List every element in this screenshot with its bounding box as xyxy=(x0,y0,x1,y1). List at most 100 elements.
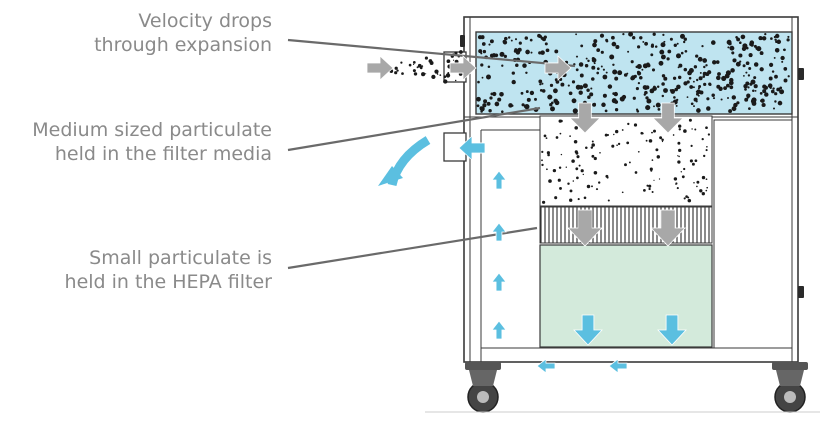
particle xyxy=(669,89,673,92)
particle xyxy=(736,101,740,105)
particle xyxy=(729,85,734,90)
particle xyxy=(728,80,734,86)
particle xyxy=(553,88,558,94)
particle xyxy=(745,61,750,66)
particle xyxy=(510,39,513,42)
particle xyxy=(501,110,504,113)
particle xyxy=(539,83,542,86)
particle xyxy=(591,140,594,143)
particle xyxy=(771,70,775,73)
leader-small xyxy=(287,226,538,270)
particle xyxy=(751,97,757,103)
particle xyxy=(752,89,755,93)
particle xyxy=(421,65,424,67)
particle xyxy=(742,43,748,49)
particle xyxy=(770,37,773,40)
particle xyxy=(678,155,680,158)
particle xyxy=(658,178,661,180)
particle xyxy=(777,100,783,106)
particle xyxy=(759,92,763,95)
particle xyxy=(482,49,487,54)
particle xyxy=(750,43,754,47)
outlet-arrow xyxy=(458,135,486,161)
particle xyxy=(612,92,616,95)
particle xyxy=(773,56,776,59)
particle xyxy=(656,155,661,159)
particle xyxy=(401,72,404,75)
particle xyxy=(579,73,584,78)
particle xyxy=(591,65,596,70)
particle xyxy=(774,92,778,96)
particle xyxy=(677,155,679,157)
particle xyxy=(705,126,708,130)
particle xyxy=(648,184,652,188)
particle xyxy=(580,169,584,173)
particle xyxy=(614,108,619,112)
particle xyxy=(675,53,682,59)
particle xyxy=(602,68,605,71)
particle xyxy=(750,79,756,85)
particle xyxy=(683,81,688,86)
particle xyxy=(418,64,422,68)
particle xyxy=(706,97,710,101)
particle xyxy=(394,66,398,70)
particle xyxy=(667,49,672,54)
particle xyxy=(580,44,584,48)
particle xyxy=(653,129,656,133)
particle xyxy=(698,76,703,81)
label-velocity-line1: Velocity drops xyxy=(138,10,272,32)
particle xyxy=(673,43,677,47)
particle xyxy=(637,150,640,153)
particle xyxy=(602,74,608,80)
particle xyxy=(598,181,601,184)
particle xyxy=(572,180,575,182)
label-medium-particulate: Medium sized particulate held in the fil… xyxy=(32,118,272,166)
return-airflow-arrows xyxy=(378,135,687,374)
particle xyxy=(560,82,565,87)
particle xyxy=(611,35,615,40)
particle xyxy=(623,73,628,77)
particle xyxy=(662,33,665,37)
particle xyxy=(591,77,595,81)
particle xyxy=(591,57,595,61)
return-arrow xyxy=(491,320,507,340)
particle xyxy=(431,74,436,80)
particle xyxy=(593,156,597,161)
particle xyxy=(726,83,730,88)
particle xyxy=(705,178,708,181)
particle xyxy=(572,108,578,114)
particle xyxy=(703,65,706,69)
particle xyxy=(706,146,708,148)
particle xyxy=(673,96,676,99)
particle xyxy=(653,179,655,181)
particle xyxy=(650,169,653,172)
particle xyxy=(762,84,767,89)
particle xyxy=(615,44,620,50)
particle xyxy=(596,67,600,71)
leader-velocity xyxy=(287,38,576,68)
particle xyxy=(731,95,736,100)
particle xyxy=(591,143,595,147)
particle xyxy=(649,167,653,171)
particle xyxy=(592,42,597,48)
particle xyxy=(617,142,621,146)
particle xyxy=(641,68,644,71)
particle xyxy=(628,32,634,37)
particle xyxy=(711,40,716,45)
particle xyxy=(639,36,643,40)
particle xyxy=(481,42,486,46)
particle xyxy=(748,53,753,58)
particle xyxy=(658,60,664,66)
particle xyxy=(732,58,737,63)
particle xyxy=(652,32,656,36)
down-arrow xyxy=(650,209,686,247)
particle xyxy=(723,86,727,90)
particle xyxy=(659,49,665,55)
particle xyxy=(680,51,684,55)
particle xyxy=(522,63,527,68)
particle xyxy=(436,73,439,75)
particle xyxy=(480,35,485,40)
particle xyxy=(585,146,588,149)
particle xyxy=(622,32,625,36)
particle xyxy=(691,162,695,166)
